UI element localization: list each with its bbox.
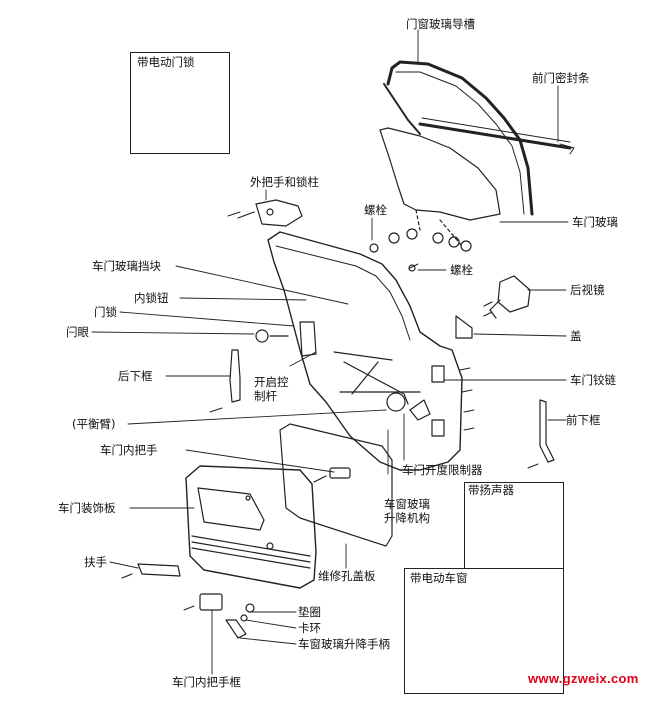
glass-clips (369, 228, 472, 272)
label-regulator-2: 升降机构 (384, 511, 430, 525)
door-shell-part (267, 231, 463, 471)
bolts (183, 211, 539, 611)
label-bolt-top: 螺栓 (364, 203, 387, 217)
label-cover: 盖 (570, 329, 582, 343)
label-window-crank: 车窗玻璃升降手柄 (298, 637, 390, 651)
label-door-check: 车门开度限制器 (402, 463, 483, 477)
crank-parts (225, 603, 255, 639)
mirror-cover-part (455, 315, 473, 339)
service-hole-cover-part (279, 423, 393, 547)
label-balance-arm: (平衡臂) (72, 417, 116, 431)
label-door-glass: 车门玻璃 (572, 215, 618, 229)
label-rearview-mirror: 后视镜 (570, 283, 605, 297)
label-trim-panel: 车门装饰板 (58, 501, 116, 515)
label-striker: 闩眼 (66, 325, 89, 339)
inner-handle-bezel-part (199, 593, 223, 611)
label-outer-handle: 外把手和锁柱 (250, 175, 319, 189)
door-hinge-part (431, 365, 445, 437)
outer-handle-part (237, 199, 303, 227)
label-bolt-mid: 螺栓 (450, 263, 473, 277)
rear-lower-sash-part (229, 349, 241, 403)
label-front-door-weatherstrip: 前门密封条 (532, 71, 590, 85)
trim-panel-part (185, 465, 317, 589)
door-lock-part (255, 321, 317, 357)
label-power-window-kit: 带电动车窗 (410, 571, 468, 585)
label-power-lock-kit: 带电动门锁 (137, 55, 195, 69)
label-washer: 垫圈 (298, 605, 321, 619)
power-lock-inset (130, 52, 230, 154)
label-rear-lower-sash: 后下框 (118, 369, 153, 383)
label-armrest: 扶手 (84, 555, 107, 569)
leader-lines (91, 29, 569, 675)
rearview-mirror-part (483, 275, 531, 319)
speaker-inset (464, 482, 564, 570)
watermark: www.gzweix.com (528, 671, 639, 686)
window-regulator-part (333, 351, 431, 421)
label-opening-control-rod-2: 制杆 (254, 389, 277, 403)
label-clip: 卡环 (298, 621, 321, 635)
label-door-lock: 门锁 (94, 305, 117, 319)
armrest-part (121, 563, 181, 579)
label-door-hinge: 车门铰链 (570, 373, 616, 387)
label-speaker-kit: 带扬声器 (468, 483, 514, 497)
label-front-lower-sash: 前下框 (566, 413, 601, 427)
label-inner-lock-knob: 内锁钮 (134, 291, 169, 305)
label-regulator-1: 车窗玻璃 (384, 497, 430, 511)
door-glass-part (379, 127, 501, 247)
front-lower-sash-part (539, 399, 555, 463)
power-window-inset (404, 568, 564, 694)
label-service-hole-cover: 维修孔盖板 (318, 569, 376, 583)
inner-handle-part (313, 467, 351, 483)
front-weatherstrip-part (418, 117, 575, 155)
label-glass-run-channel: 门窗玻璃导槽 (406, 17, 475, 31)
label-inner-handle: 车门内把手 (100, 443, 158, 457)
label-glass-stop: 车门玻璃挡块 (92, 259, 161, 273)
label-inner-handle-bezel: 车门内把手框 (172, 675, 241, 689)
glass-run-channel-part (383, 60, 534, 216)
label-opening-control-rod-1: 开启控 (254, 375, 289, 389)
